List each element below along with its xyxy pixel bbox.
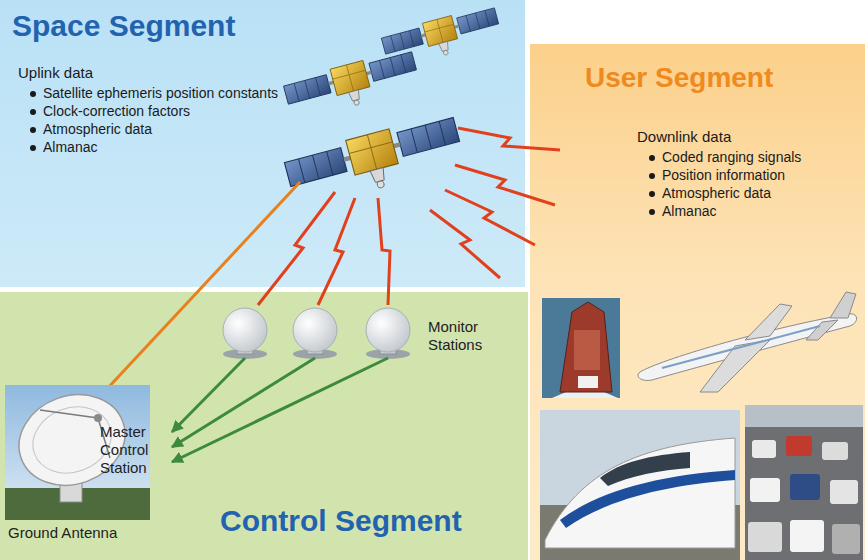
ground-antenna-photo-part (40, 410, 98, 418)
downlink-signal-part (430, 210, 500, 278)
bullet-text: Almanac (43, 139, 97, 155)
monitor-station (293, 308, 337, 359)
bullet-item: Atmospheric data (30, 121, 152, 138)
traffic-photo-part (790, 520, 824, 552)
ground-antenna-photo-part (94, 414, 102, 422)
monitor-signal (258, 192, 390, 305)
bullet-text: Satellite ephemeris position constants (43, 85, 278, 101)
bullet-dot (649, 209, 655, 215)
downlink-signal (430, 128, 560, 278)
train-photo-part (540, 410, 740, 560)
station-link-part (172, 358, 388, 462)
station-label: Master Control Station (100, 423, 170, 477)
monitor-station (366, 308, 410, 359)
segment-title-text: Space Segment (12, 9, 235, 42)
data-heading-text: Downlink data (637, 128, 731, 145)
airplane-part (806, 320, 838, 340)
monitor-signal-part (318, 198, 355, 305)
bullet-text: Clock-correction factors (43, 103, 190, 119)
ship-photo-part (542, 298, 620, 398)
airplane-part (662, 326, 820, 368)
label-text: Master Control Station (100, 423, 148, 476)
downlink-signal-part (458, 128, 560, 150)
downlink-signal-part (455, 165, 555, 205)
traffic-photo-part (790, 474, 820, 500)
bullet-item: Almanac (30, 139, 97, 156)
satellite (282, 48, 421, 123)
bullet-item: Position information (649, 167, 785, 184)
segment-title-text: Control Segment (220, 504, 462, 537)
label-text: Ground Antenna (8, 524, 117, 541)
bullet-dot (649, 173, 655, 179)
data-heading-text: Uplink data (18, 64, 93, 81)
bullet-dot (649, 191, 655, 197)
station-link (172, 358, 388, 462)
bullet-item: Coded ranging signals (649, 149, 801, 166)
train-photo (540, 410, 740, 560)
airplane (638, 292, 857, 392)
traffic-photo-part (830, 480, 858, 504)
ship-photo-part (574, 330, 600, 370)
traffic-photo-part (745, 405, 863, 427)
segment-title-text: User Segment (585, 62, 773, 93)
bullet-text: Position information (662, 167, 785, 183)
segment-title: Space Segment (12, 8, 235, 43)
ship-photo-part (560, 302, 612, 392)
segment-title: User Segment (585, 62, 773, 94)
monitor-station-part (293, 308, 337, 352)
monitor-station (223, 308, 267, 359)
data-heading: Uplink data (18, 64, 93, 82)
traffic-photo-part (750, 478, 780, 502)
label-text: Monitor Stations (428, 318, 482, 353)
ground-antenna-photo (5, 380, 150, 520)
data-heading: Downlink data (637, 128, 731, 146)
ground-antenna-photo-part (6, 380, 138, 500)
bullet-text: Coded ranging signals (662, 149, 801, 165)
bullet-text: Atmospheric data (43, 121, 152, 137)
traffic-photo (745, 405, 863, 560)
traffic-photo-part (786, 436, 812, 456)
antenna-label: Ground Antenna (8, 524, 168, 542)
traffic-photo-part (745, 405, 863, 560)
bullet-item: Satellite ephemeris position constants (30, 85, 278, 102)
satellite-part (282, 48, 421, 123)
satellite (283, 112, 466, 210)
bullet-dot (649, 155, 655, 161)
train-photo-part (545, 438, 735, 548)
satellite-part (283, 112, 466, 210)
bullet-text: Atmospheric data (662, 185, 771, 201)
segment-title: Control Segment (220, 503, 462, 538)
traffic-photo-part (752, 440, 776, 458)
uplink-beam (92, 182, 300, 405)
bullet-text: Almanac (662, 203, 716, 219)
bullet-dot (30, 127, 36, 133)
ship-photo-part (552, 392, 618, 398)
bullet-item: Clock-correction factors (30, 103, 190, 120)
downlink-signal-part (445, 190, 535, 245)
monitor-signal-part (258, 192, 335, 305)
ship-photo (542, 298, 620, 398)
bullet-item: Almanac (649, 203, 716, 220)
uplink-beam-part (92, 182, 300, 405)
bullet-dot (30, 91, 36, 97)
monitor-signal-part (378, 198, 390, 305)
bullet-item: Atmospheric data (649, 185, 771, 202)
monitor-station-part (366, 308, 410, 352)
traffic-photo-part (748, 522, 782, 552)
station-link-part (172, 358, 245, 432)
train-photo-part (600, 452, 690, 486)
traffic-photo-part (822, 442, 848, 460)
ship-photo-part (578, 376, 598, 388)
monitor-station-part (223, 308, 267, 352)
airplane-part (830, 292, 856, 318)
bullet-dot (30, 145, 36, 151)
traffic-photo-part (832, 524, 860, 554)
train-photo-part (560, 470, 735, 528)
bullet-dot (30, 109, 36, 115)
station-label: Monitor Stations (428, 318, 508, 354)
